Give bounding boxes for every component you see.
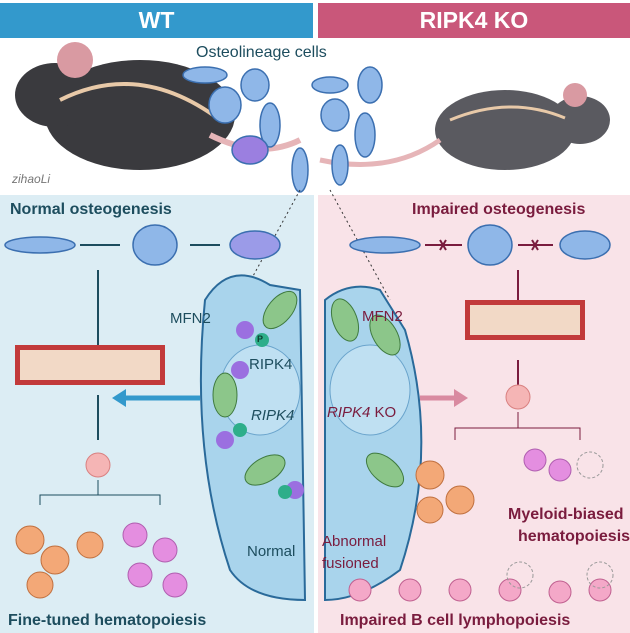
ripk4-ko-gene: RIPK4 [327, 404, 371, 421]
ko-mouse-illustration [319, 83, 610, 170]
normal-label: Normal [247, 543, 296, 560]
osteolineage-cells-label: Osteolineage cells [196, 44, 327, 61]
ko-text: KO [374, 404, 397, 421]
impaired-b-cell-label: Impaired B cell lymphopoiesis [340, 612, 571, 629]
ko-header: RIPK4 KO [318, 3, 630, 38]
myeloid-biased-label: Myeloid-biased [508, 506, 624, 523]
fine-tuned-hematopoiesis-label: Fine-tuned hematopoiesis [8, 612, 207, 629]
normal-osteogenesis-label: Normal osteogenesis [10, 201, 172, 218]
phospho-badge: P [257, 334, 264, 344]
mfn2-label-ko: MFN2 [362, 308, 403, 325]
osteolineage-cells [182, 66, 383, 193]
ripk4-gene-label: RIPK4 [251, 407, 295, 424]
myeloid-hematopoiesis-label: hematopoiesis [518, 528, 630, 545]
impaired-osteogenesis-label: Impaired osteogenesis [412, 201, 586, 218]
ripk4-protein-label: RIPK4 [249, 356, 293, 373]
ripk4-ko-label: RIPK4 KO [327, 404, 396, 421]
abnormal-label: Abnormal [322, 533, 387, 550]
artist-signature: zihaoLi [12, 172, 51, 186]
wt-header: WT [0, 3, 313, 38]
mfn2-label-wt: MFN2 [170, 310, 211, 327]
wt-mouse-illustration [15, 42, 302, 170]
fusioned-label: fusioned [322, 555, 379, 572]
